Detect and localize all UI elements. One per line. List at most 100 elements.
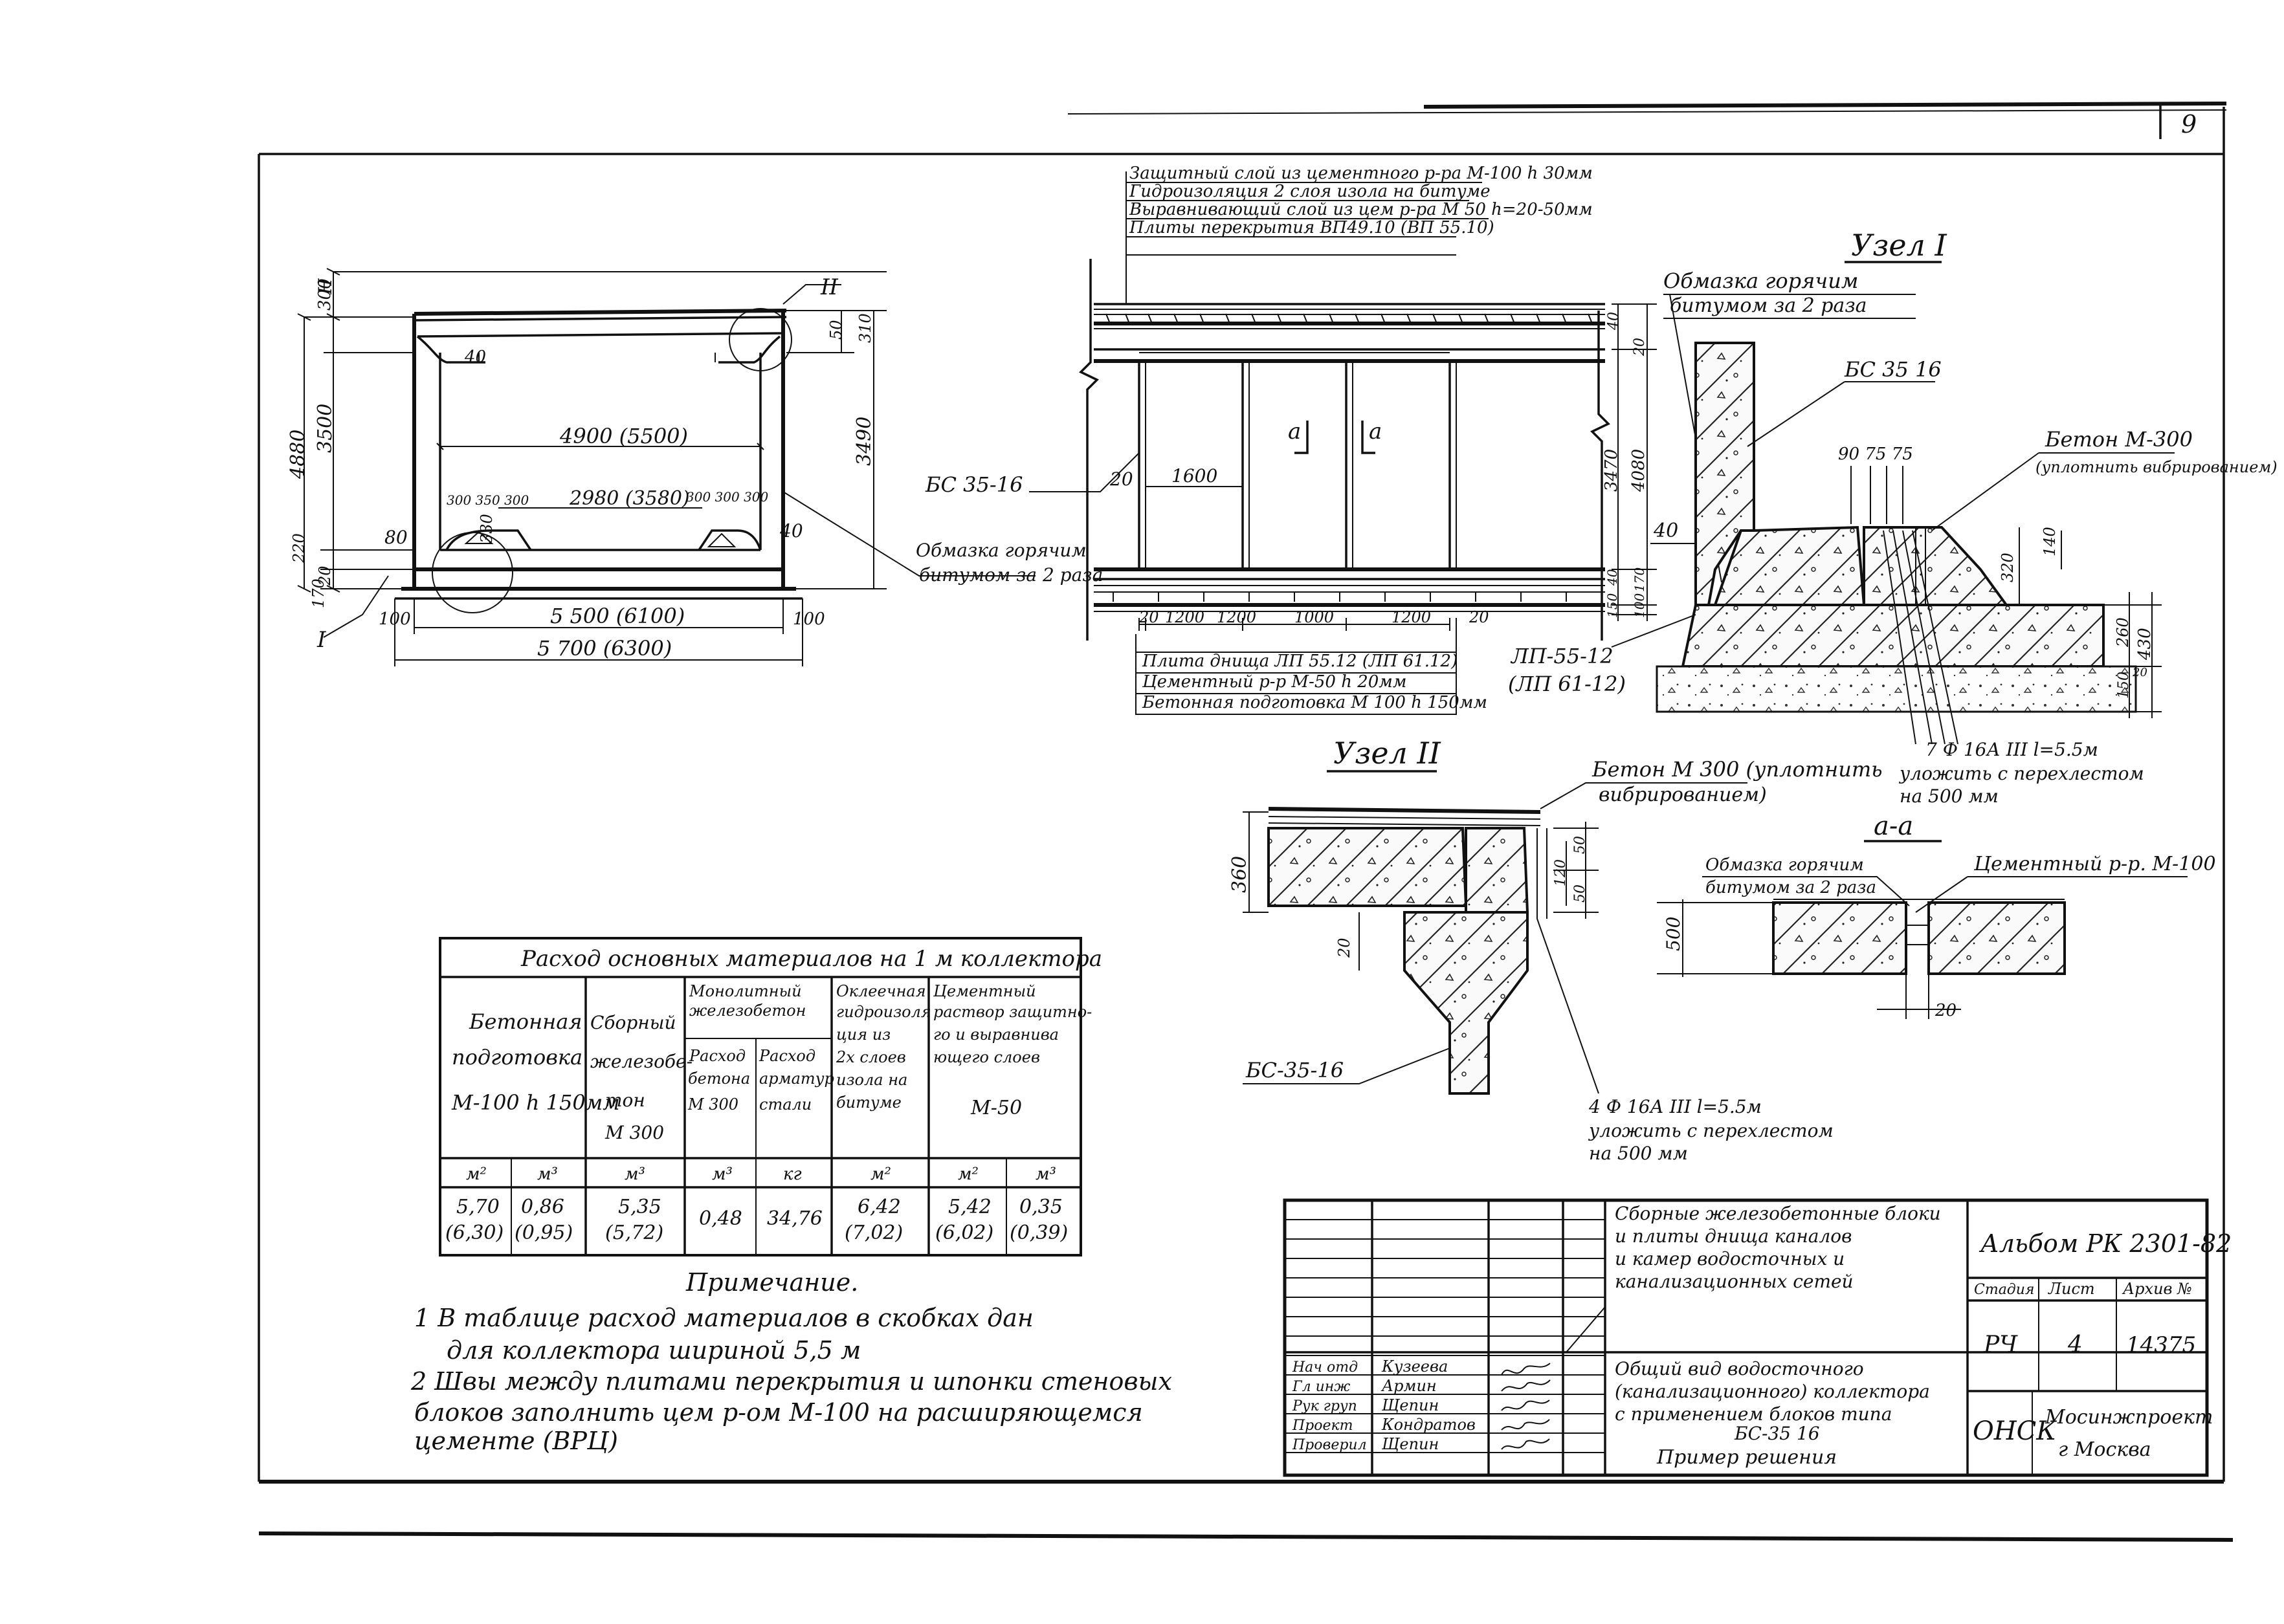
node1-d20: 20 xyxy=(2132,666,2147,679)
h-mono-sub1-1: Расход xyxy=(689,1047,746,1065)
v-1a: 0,86 xyxy=(521,1196,564,1218)
notes-title: Примечание. xyxy=(685,1268,858,1297)
dim-220: 220 xyxy=(290,533,308,564)
note-2-line1: 2 Швы между плитами перекрытия и шпонки … xyxy=(410,1367,1172,1396)
u-2: м³ xyxy=(625,1165,645,1184)
h-mono-sub2-2: арматур xyxy=(759,1070,834,1088)
node1-d260: 260 xyxy=(2114,617,2132,648)
node1-dims-top: 90 75 75 xyxy=(1838,444,1913,464)
role-1: Гл инж xyxy=(1292,1379,1350,1395)
node-1-detail: Узел I Обмазка горячим битумом за 2 раза… xyxy=(1508,228,2278,807)
col-stage: Стадия xyxy=(1974,1282,2035,1298)
node-2-detail: Узел II Бетон М 300 (уплотнить вибрирова… xyxy=(1228,736,1883,1164)
dim-100-right: 100 xyxy=(793,609,825,629)
h-prep-2: подготовка xyxy=(452,1045,582,1070)
h-mortar-1: Цементный xyxy=(933,982,1036,1000)
node1-rebar-note2: на 500 мм xyxy=(1900,785,1999,807)
bottom-layer-mortar: Цементный р-р М-50 h 20мм xyxy=(1142,672,1406,692)
dim-3500: 3500 xyxy=(314,404,337,453)
signature-4 xyxy=(1501,1438,1550,1450)
u-7: м³ xyxy=(1036,1165,1056,1184)
v-6b: (6,02) xyxy=(935,1222,993,1244)
u-6: м² xyxy=(958,1165,979,1184)
bdim-0: 20 xyxy=(1138,608,1159,626)
role-3: Проект xyxy=(1292,1418,1353,1434)
org-line1: Мосинжпроект xyxy=(2045,1406,2213,1429)
dim-40-left: 40 xyxy=(464,347,486,367)
h-prep-1: Бетонная xyxy=(469,1009,582,1034)
long-block-label: БС 35-16 xyxy=(925,472,1023,497)
note-1-line1: 1 В таблице расход материалов в скобках … xyxy=(414,1304,1034,1332)
h-hydro-5: изола на xyxy=(836,1071,907,1089)
node2-d20: 20 xyxy=(1335,938,1353,958)
title-block: Нач отд Кузеева Гл инж Армин Рук груп Ще… xyxy=(1283,1198,2232,1477)
h-mono-sub2-3: стали xyxy=(759,1095,812,1114)
v-2b: (5,72) xyxy=(605,1222,663,1244)
dim-330: 330 xyxy=(478,514,496,543)
node1-d40: 40 xyxy=(1653,520,1678,542)
bdim-4: 1200 xyxy=(1391,608,1431,626)
section-mark-a-right: а xyxy=(1369,419,1382,444)
v-7b: (0,39) xyxy=(1010,1222,1068,1244)
node1-d320: 320 xyxy=(1999,553,2017,582)
rdim-4080: 4080 xyxy=(1629,449,1648,492)
node2-mark: II xyxy=(820,274,838,300)
desc-1: Сборные железобетонные блоки xyxy=(1615,1203,1941,1224)
h-mono-sub1-2: бетона xyxy=(688,1070,750,1088)
dim-small-right: 300 300 300 xyxy=(686,489,769,505)
h-precast-1: Сборный xyxy=(590,1012,676,1033)
table-title: Расход основных материалов на 1 м коллек… xyxy=(520,946,1102,972)
bdim-5: 20 xyxy=(1469,608,1489,626)
node2-d360: 360 xyxy=(1228,856,1251,893)
aa-coating-1: Обмазка горячим xyxy=(1705,855,1864,875)
title-1: Общий вид водосточного xyxy=(1615,1358,1864,1379)
dim-4880: 4880 xyxy=(287,430,309,479)
node1-coating-2: битумом за 2 раза xyxy=(1670,294,1867,317)
v-1b: (0,95) xyxy=(515,1222,573,1244)
v-7a: 0,35 xyxy=(1019,1196,1063,1218)
bdim-3: 1000 xyxy=(1294,608,1334,626)
h-mortar-5: М-50 xyxy=(970,1097,1022,1119)
rdim-40b: 40 xyxy=(1604,569,1620,586)
notes: Примечание. 1 В таблице расход материало… xyxy=(410,1268,1172,1455)
dept-value: ОНСК xyxy=(1973,1416,2057,1446)
name-2: Щепин xyxy=(1381,1396,1439,1414)
v-6a: 5,42 xyxy=(948,1196,992,1218)
v-0b: (6,30) xyxy=(445,1222,504,1244)
title-2: (канализационного) коллектора xyxy=(1615,1381,1930,1402)
archive-value: 14375 xyxy=(2126,1332,2196,1358)
node1-d150: 150 xyxy=(2116,672,2132,699)
drawing-subtitle: Пример решения xyxy=(1656,1446,1837,1469)
layer-slabs: Плиты перекрытия ВП49.10 (ВП 55.10) xyxy=(1129,218,1494,237)
node2-concrete-note: вибрированием) xyxy=(1599,784,1767,806)
dim-2980: 2980 (3580) xyxy=(569,487,690,510)
dim-3490: 3490 xyxy=(853,417,876,466)
long-dim-1600: 1600 xyxy=(1171,465,1217,487)
node2-d120: 120 xyxy=(1553,859,1569,886)
role-2: Рук груп xyxy=(1292,1398,1357,1414)
h-hydro-4: 2х слоев xyxy=(836,1048,906,1066)
h-hydro-6: битуме xyxy=(836,1093,902,1112)
col-sheet: Лист xyxy=(2048,1280,2095,1298)
v-0a: 5,70 xyxy=(456,1196,500,1218)
name-3: Кондратов xyxy=(1381,1416,1476,1434)
stage-value: РЧ xyxy=(1983,1332,2018,1358)
h-precast-4: М 300 xyxy=(604,1122,664,1143)
name-0: Кузеева xyxy=(1381,1357,1448,1376)
h-mono-sub1-3: М 300 xyxy=(687,1095,738,1114)
h-mono-2: железобетон xyxy=(689,1002,806,1020)
node1-mark: I xyxy=(316,627,326,653)
rdim-40: 40 xyxy=(1606,312,1622,331)
bottom-layer-plate: Плита днища ЛП 55.12 (ЛП 61.12) xyxy=(1142,652,1458,671)
layer-level: Выравнивающий слой из цем р-ра М 50 h=20… xyxy=(1129,200,1593,219)
longitudinal-section: Защитный слой из цементного р-ра М-100 h… xyxy=(782,164,1657,715)
h-mortar-4: ющего слоев xyxy=(933,1048,1040,1066)
col-archive: Архив № xyxy=(2122,1280,2192,1298)
node1-d140: 140 xyxy=(2041,527,2059,556)
name-4: Щепин xyxy=(1381,1435,1439,1453)
node2-title: Узел II xyxy=(1333,736,1441,771)
note-1-line2: для коллектора шириной 5,5 м xyxy=(447,1336,861,1365)
bdim-2: 1200 xyxy=(1217,608,1256,626)
h-precast-2: железобе- xyxy=(590,1051,693,1072)
